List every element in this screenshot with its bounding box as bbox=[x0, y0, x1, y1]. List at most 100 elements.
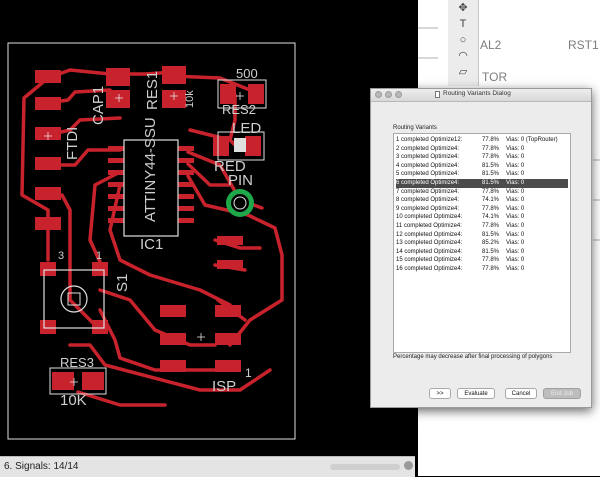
zoom-window-button[interactable] bbox=[395, 91, 402, 98]
variants-caption: Routing Variants bbox=[393, 125, 437, 131]
zoom-slider-track[interactable] bbox=[330, 464, 400, 470]
label-attiny44: ATTINY44-SSU bbox=[142, 117, 159, 222]
variant-vias: Vias: 0 bbox=[506, 231, 525, 238]
variant-vias: Vias: 0 bbox=[506, 145, 525, 152]
variant-percent: 81.5% bbox=[482, 231, 500, 238]
end-job-button[interactable]: End Job bbox=[543, 388, 581, 399]
variant-vias: Vias: 0 bbox=[506, 171, 525, 178]
variant-label: 8 completed Optimize4: bbox=[396, 197, 460, 204]
variant-row[interactable]: 14 completed Optimize4:81.5%Vias: 0 bbox=[396, 248, 568, 257]
variant-label: 13 completed Optimize4: bbox=[396, 240, 463, 247]
ic1-body bbox=[123, 139, 179, 237]
variant-row[interactable]: 8 completed Optimize4: 74.1% Vias: 0 bbox=[396, 196, 568, 205]
variant-row[interactable]: 13 completed Optimize4: 85.2% Vias: 0 bbox=[396, 239, 568, 248]
move-tool-icon[interactable]: ✥ bbox=[458, 2, 468, 14]
zoom-slider-knob[interactable] bbox=[404, 461, 413, 470]
variant-label: 1 completed Optimize12: bbox=[396, 137, 463, 143]
circle-tool-icon[interactable]: ○ bbox=[459, 34, 467, 46]
variant-vias: Vias: 0 bbox=[506, 205, 525, 212]
variant-row[interactable]: 2 completed Optimize4:77.8%Vias: 0 bbox=[396, 145, 568, 154]
close-window-button[interactable] bbox=[375, 91, 382, 98]
variant-vias: Vias: 0 bbox=[506, 257, 525, 264]
label-res2: RES2 bbox=[222, 102, 256, 117]
variant-percent: 77.8% bbox=[482, 154, 500, 161]
variant-vias: Vias: 0 bbox=[506, 154, 525, 161]
status-bar: 6. Signals: 14/14 bbox=[0, 456, 415, 477]
variants-listbox[interactable]: 1 completed Optimize12: 77.8% Vias: 0 (Top… bbox=[393, 133, 571, 353]
variant-vias: Vias: 0 bbox=[506, 197, 525, 204]
variant-percent: 74.1% bbox=[482, 197, 500, 204]
variant-label: 5 completed Optimize4: bbox=[396, 171, 460, 178]
variant-label: 14 completed Optimize4: bbox=[396, 248, 463, 255]
variant-percent: 81.5% bbox=[482, 248, 500, 255]
label-s1-pin3: 3 bbox=[58, 250, 65, 262]
variant-percent: 81.5% bbox=[482, 171, 500, 178]
schematic-lines bbox=[418, 27, 600, 241]
label-res1: RES1 bbox=[144, 70, 161, 110]
status-text: 6. Signals: 14/14 bbox=[4, 461, 79, 472]
label-isp: ISP bbox=[212, 378, 237, 395]
label-ic1: IC1 bbox=[140, 236, 164, 253]
variant-row[interactable]: 15 completed Optimize4:77.8%Vias: 0 bbox=[396, 256, 568, 265]
evaluate-button[interactable]: Evaluate bbox=[457, 388, 495, 399]
label-red: RED bbox=[214, 158, 246, 175]
minimize-window-button[interactable] bbox=[385, 91, 392, 98]
dialog-titlebar[interactable]: Routing Variants Dialog bbox=[371, 89, 591, 102]
variant-label: 12 completed Optimize4: bbox=[396, 231, 463, 238]
variant-label: 4 completed Optimize4: bbox=[396, 162, 460, 169]
dialog-title: Routing Variants Dialog bbox=[443, 90, 511, 97]
percentage-note: Percentage may decrease after final proc… bbox=[393, 354, 553, 360]
polygon-tool-icon[interactable]: ▱ bbox=[458, 66, 468, 78]
schematic-label-tor: TOR bbox=[482, 70, 508, 84]
variant-row[interactable]: 12 completed Optimize4: 81.5% Vias: 0 bbox=[396, 231, 568, 240]
s1-body bbox=[43, 269, 105, 329]
schematic-label-al2: AL2 bbox=[480, 38, 502, 52]
variant-vias: Vias: 0 bbox=[506, 266, 525, 272]
variant-percent: 74.1% bbox=[482, 214, 500, 221]
label-res1-value: 10k bbox=[184, 90, 196, 108]
label-led: LED bbox=[232, 120, 262, 137]
board-outline bbox=[7, 42, 296, 440]
origin-marks bbox=[44, 92, 244, 386]
variant-row[interactable]: 16 completed Optimize4:77.8%Vias: 0 bbox=[396, 265, 568, 274]
arc-tool-icon[interactable]: ◠ bbox=[458, 50, 468, 62]
document-icon bbox=[435, 91, 440, 98]
routing-variants-dialog: Routing Variants Dialog Routing Variants… bbox=[370, 88, 592, 408]
variant-vias: Vias: 0 (TopRouter) bbox=[506, 137, 558, 143]
variant-row[interactable]: 3 completed Optimize4: 77.8% Vias: 0 bbox=[396, 153, 568, 162]
variant-label: 9 completed Optimize4: bbox=[396, 205, 460, 212]
variant-row[interactable]: 10 completed Optimize4: 74.1% Vias: 0 bbox=[396, 213, 568, 222]
variant-vias: Vias: 0 bbox=[506, 240, 525, 247]
variant-row[interactable]: 11 completed Optimize4: 77.8% Vias: 0 bbox=[396, 222, 568, 231]
next-variant-button[interactable]: >> bbox=[429, 388, 451, 399]
variant-label: 15 completed Optimize4: bbox=[396, 257, 463, 264]
pcb-board-canvas[interactable] bbox=[0, 0, 418, 456]
variant-vias: Vias: 0 bbox=[506, 162, 525, 169]
label-cap1: CAP1 bbox=[90, 85, 107, 125]
variant-vias: Vias: 0 bbox=[506, 214, 525, 221]
label-isp-pin: 1 bbox=[245, 366, 252, 380]
variant-vias: Vias: 0 bbox=[506, 223, 525, 229]
variant-label: 7 completed Optimize4: bbox=[396, 188, 460, 195]
variant-percent: 81.5% bbox=[482, 180, 500, 186]
variant-label: 11 completed Optimize4: bbox=[396, 223, 462, 229]
variant-percent: 85.2% bbox=[482, 240, 500, 247]
variant-row[interactable]: 6 completed Optimize4: 81.5% Vias: 0 bbox=[396, 179, 568, 188]
variant-row[interactable]: 9 completed Optimize4: 77.8% Vias: 0 bbox=[396, 205, 568, 214]
variant-row[interactable]: 5 completed Optimize4: 81.5% Vias: 0 bbox=[396, 170, 568, 179]
variant-row[interactable]: 4 completed Optimize4:81.5%Vias: 0 bbox=[396, 162, 568, 171]
variant-percent: 77.8% bbox=[482, 223, 500, 229]
variant-percent: 77.8% bbox=[482, 205, 500, 212]
tool-palette: ✥ T ○ ◠ ▱ bbox=[448, 0, 479, 86]
text-tool-icon[interactable]: T bbox=[459, 18, 467, 30]
cancel-button[interactable]: Cancel bbox=[505, 388, 537, 399]
variant-row[interactable]: 7 completed Optimize4:77.8%Vias: 0 bbox=[396, 188, 568, 197]
variant-label: 10 completed Optimize4: bbox=[396, 214, 463, 221]
variant-label: 3 completed Optimize4: bbox=[396, 154, 460, 161]
variant-vias: Vias: 0 bbox=[506, 180, 525, 186]
variant-vias: Vias: 0 bbox=[506, 188, 525, 195]
variant-row[interactable]: 1 completed Optimize12:77.8%Vias: 0 (Top… bbox=[396, 136, 568, 145]
variant-label: 6 completed Optimize4: bbox=[396, 180, 460, 186]
label-res2-value: 500 bbox=[236, 66, 258, 81]
